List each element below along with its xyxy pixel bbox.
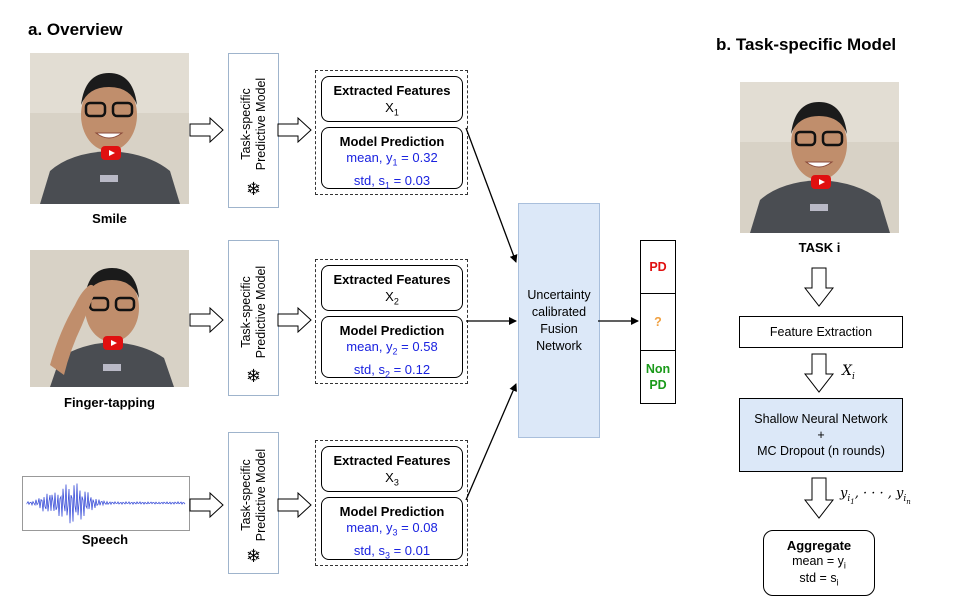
extracted-features-box-3: Extracted Features X3 [321, 446, 463, 492]
prediction-mean: mean, y2 = 0.58 [346, 339, 438, 357]
y-samples-label: yi1, · · · , yin [840, 486, 911, 506]
predictor-label-line2: Predictive Model [253, 78, 268, 171]
block-arrow-photo2-to-model2 [189, 306, 224, 334]
task-i-video-thumbnail[interactable] [740, 82, 899, 233]
aggregate-std: std = si [799, 570, 839, 588]
predictor-label-line2: Predictive Model [253, 265, 268, 359]
predictor-label-line1: Task-specific [238, 276, 253, 348]
smile-video-thumbnail[interactable] [30, 53, 189, 204]
predictor-label-line2: Predictive Model [253, 448, 268, 541]
snowflake-icon: ❄ [245, 546, 262, 566]
prediction-mean: mean, y1 = 0.32 [346, 150, 438, 168]
fusion-network-box: Uncertainty calibrated Fusion Network [518, 203, 600, 438]
nn-line1: Shallow Neural Network [754, 412, 888, 426]
predictor-label-line1: Task-specific [238, 458, 253, 531]
task-i-label: TASK i [798, 240, 841, 255]
smile-caption: Smile [92, 211, 127, 226]
fusion-line3: Fusion [540, 321, 578, 336]
block-arrow-model1-to-output1 [277, 116, 312, 144]
waveform-graphic [26, 483, 186, 524]
output-unknown: ? [654, 315, 662, 329]
speech-caption: Speech [81, 532, 129, 547]
prediction-std: std, s3 = 0.01 [353, 542, 431, 561]
fusion-line1: Uncertainty [527, 287, 591, 302]
aggregate-mean: mean = yi [792, 554, 846, 571]
smile-person-image [30, 53, 189, 204]
model-prediction-box-2: Model Prediction mean, y2 = 0.58 std, s2… [321, 316, 463, 379]
task-model-title: b. Task-specific Model [716, 35, 897, 54]
waveform-path [26, 483, 186, 524]
task-specific-model-3: Task-specific Predictive Model ❄ [228, 432, 279, 574]
finger-tapping-video-thumbnail[interactable] [30, 250, 189, 387]
block-arrow-wave-to-model3 [189, 491, 224, 519]
youtube-play-icon[interactable] [101, 146, 121, 160]
task-specific-model-2: Task-specific Predictive Model ❄ [228, 240, 279, 396]
nn-line2: + [817, 428, 825, 442]
finger-tapping-caption: Finger-tapping [64, 395, 155, 410]
nn-line3: MC Dropout (n rounds) [757, 444, 885, 458]
feature-extraction-box: Feature Extraction [739, 316, 903, 348]
line-arrow-group3-to-fusion [465, 383, 517, 501]
model-prediction-box-1: Model Prediction mean, y1 = 0.32 std, s1… [321, 127, 463, 190]
predictor-label-line1: Task-specific [238, 88, 253, 161]
aggregate-box: Aggregate mean = yi std = si [763, 530, 875, 596]
task3-output-group [315, 440, 468, 566]
extracted-features-box-1: Extracted Features X1 [321, 76, 463, 122]
line-arrow-group1-to-fusion [465, 127, 518, 263]
output-pd: PD [649, 260, 667, 274]
snowflake-icon: ❄ [245, 179, 262, 199]
block-arrow-nn-to-aggregate [803, 477, 835, 519]
model-prediction-box-3: Model Prediction mean, y3 = 0.08 std, s3… [321, 497, 463, 560]
speech-waveform [22, 476, 190, 531]
prediction-std: std, s2 = 0.12 [353, 361, 431, 380]
features-title: Extracted Features [333, 83, 451, 98]
xi-label: Xi [842, 363, 855, 382]
aggregate-title: Aggregate [786, 538, 852, 553]
youtube-play-icon[interactable] [103, 336, 123, 350]
prediction-title: Model Prediction [339, 504, 445, 519]
snowflake-icon: ❄ [245, 366, 262, 386]
finger-tapping-person-image [30, 250, 189, 387]
features-var: X1 [385, 100, 399, 118]
overview-title: a. Overview [28, 20, 123, 39]
shallow-nn-box: Shallow Neural Network + MC Dropout (n r… [739, 398, 903, 472]
prediction-title: Model Prediction [339, 323, 445, 338]
youtube-play-icon[interactable] [811, 175, 831, 189]
fusion-line2: calibrated [531, 304, 587, 319]
features-title: Extracted Features [333, 272, 451, 287]
features-title: Extracted Features [333, 453, 451, 468]
prediction-std: std, s1 = 0.03 [353, 172, 431, 191]
features-var: X3 [385, 470, 399, 488]
extracted-features-box-2: Extracted Features X2 [321, 265, 463, 311]
block-arrow-photo1-to-model1 [189, 116, 224, 144]
block-arrow-task-to-feature [803, 267, 835, 307]
block-arrow-model2-to-output2 [277, 306, 312, 334]
features-var: X2 [385, 289, 399, 307]
prediction-title: Model Prediction [339, 134, 445, 149]
fusion-line4: Network [536, 338, 582, 353]
task-specific-model-1: Task-specific Predictive Model ❄ [228, 53, 279, 208]
block-arrow-feature-to-nn [803, 353, 835, 393]
prediction-mean: mean, y3 = 0.08 [346, 520, 438, 538]
task-i-person-image [740, 82, 899, 233]
block-arrow-model3-to-output3 [277, 491, 312, 519]
